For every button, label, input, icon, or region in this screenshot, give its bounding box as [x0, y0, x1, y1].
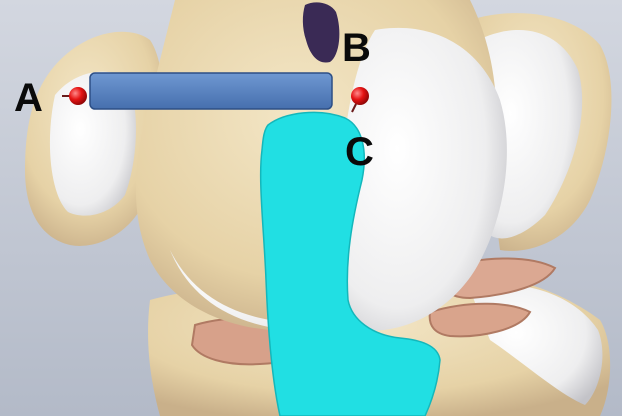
label-a: A	[14, 78, 43, 118]
label-b: B	[342, 28, 371, 68]
label-c: C	[345, 132, 374, 172]
marker-c-dot	[351, 87, 369, 105]
marker-a-dot	[69, 87, 87, 105]
graft-bar	[90, 73, 332, 109]
